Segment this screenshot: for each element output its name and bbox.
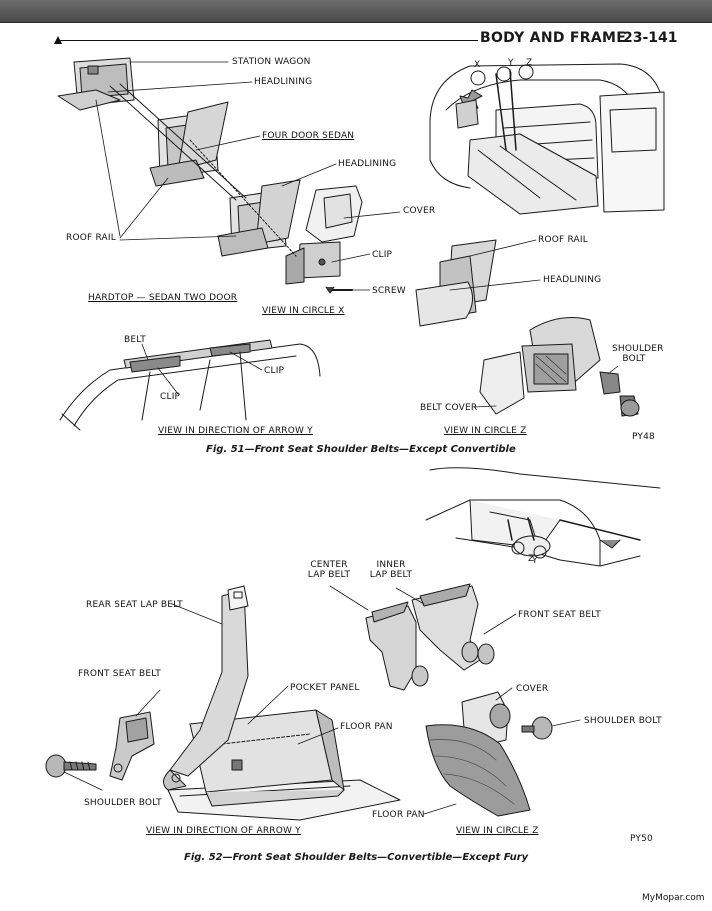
page-number: 23-141 <box>623 30 678 46</box>
label-shoulder-bolt-left: SHOULDER BOLT <box>84 798 162 808</box>
label-shoulder-bolt-right: SHOULDER BOLT <box>584 716 662 726</box>
fig52-leader-lines <box>63 585 581 815</box>
label-rear-seat-lap-belt: REAR SEAT LAP BELT <box>86 600 183 610</box>
label-belt-cover: BELT COVER <box>420 403 478 413</box>
label-screw: SCREW <box>372 286 406 296</box>
label-four-door-sedan: FOUR DOOR SEDAN <box>262 131 355 141</box>
label-inner-lap-belt-line1: INNER <box>376 560 406 570</box>
label-pocket-panel: POCKET PANEL <box>290 683 360 693</box>
label-view-in-circle-z-fig52: VIEW IN CIRCLE Z <box>456 826 539 836</box>
figure52-caption: Fig. 52—Front Seat Shoulder Belts—Conver… <box>184 852 529 863</box>
fig52-pocket-panel-assembly <box>45 585 401 821</box>
label-view-in-circle-z: VIEW IN CIRCLE Z <box>444 426 527 436</box>
site-watermark: MyMopar.com <box>642 893 705 903</box>
label-view-direction-arrow-y: VIEW IN DIRECTION OF ARROW Y <box>158 426 313 436</box>
label-headlining-z: HEADLINING <box>543 275 602 285</box>
label-roof-rail-z: ROOF RAIL <box>538 235 588 245</box>
label-center-lap-belt-line2: LAP BELT <box>307 570 351 580</box>
fig51-view-circle-z <box>415 239 640 417</box>
label-hardtop-sedan-two-door: HARDTOP — SEDAN TWO DOOR <box>88 293 238 303</box>
viewer-title-bar <box>0 0 712 23</box>
marker-z-fig52: Z <box>528 554 535 564</box>
label-clip-y2: CLIP <box>160 392 181 402</box>
figure51-code: PY48 <box>632 432 655 442</box>
label-front-seat-belt-right: FRONT SEAT BELT <box>518 610 601 620</box>
figure52-code: PY50 <box>630 834 653 844</box>
fig51-car-interior <box>429 63 665 215</box>
label-inner-lap-belt-line2: LAP BELT <box>369 570 413 580</box>
marker-y: Y <box>508 58 514 68</box>
label-center-lap-belt-line1: CENTER <box>310 560 348 570</box>
label-cover-fig52: COVER <box>516 684 549 694</box>
label-headlining-2: HEADLINING <box>338 159 397 169</box>
label-view-in-circle-x: VIEW IN CIRCLE X <box>262 306 345 316</box>
label-clip: CLIP <box>372 250 393 260</box>
section-title: BODY AND FRAME <box>480 30 627 46</box>
page-header: BODY AND FRAME 23-141 <box>0 24 712 54</box>
figure51-caption: Fig. 51—Front Seat Shoulder Belts—Except… <box>206 444 516 455</box>
label-station-wagon: STATION WAGON <box>232 57 311 67</box>
fig51-view-arrow-y <box>59 339 321 431</box>
fig51-exploded-mounts <box>57 57 363 294</box>
label-shoulder-bolt-line1: SHOULDER <box>612 344 664 354</box>
marker-z: Z <box>526 58 533 68</box>
label-shoulder-bolt-line2: BOLT <box>622 354 646 364</box>
label-floor-pan-1: FLOOR PAN <box>340 722 393 732</box>
header-rule <box>58 40 478 41</box>
label-view-direction-arrow-y-fig52: VIEW IN DIRECTION OF ARROW Y <box>146 826 301 836</box>
marker-x: X <box>474 60 481 70</box>
fig52-view-circle-z <box>365 583 553 817</box>
label-belt: BELT <box>124 335 146 345</box>
label-front-seat-belt-left: FRONT SEAT BELT <box>78 669 161 679</box>
label-cover: COVER <box>403 206 436 216</box>
fig52-car-interior <box>425 467 661 567</box>
label-floor-pan-2: FLOOR PAN <box>372 810 425 820</box>
marker-y-fig52: Y <box>532 556 538 566</box>
label-clip-y1: CLIP <box>264 366 285 376</box>
label-headlining-1: HEADLINING <box>254 77 313 87</box>
fig51-leader-lines <box>95 61 619 408</box>
label-roof-rail: ROOF RAIL <box>66 233 116 243</box>
